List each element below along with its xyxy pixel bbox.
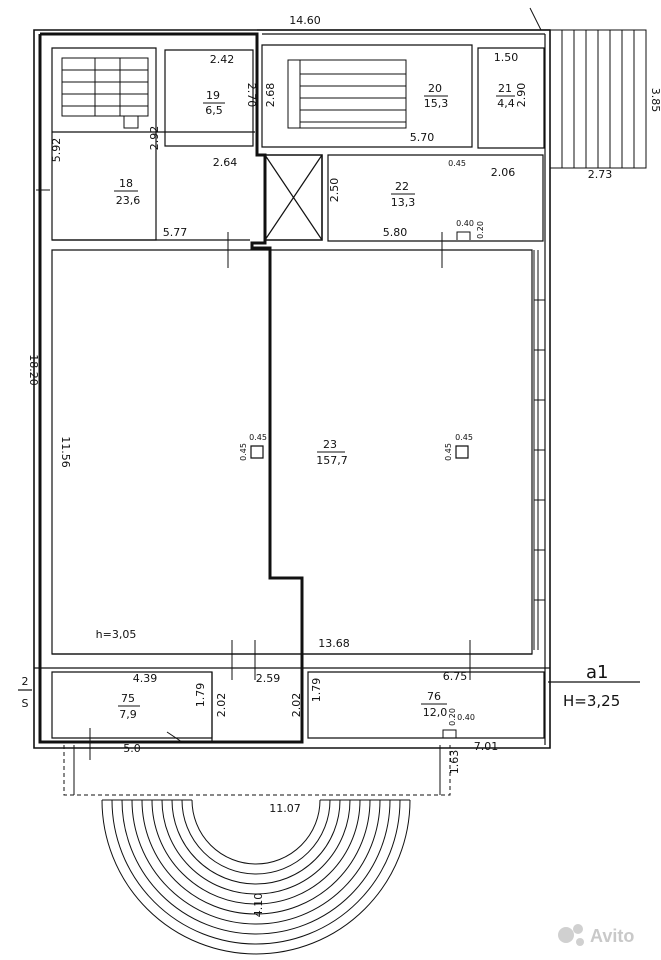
room-75-area: 7,9 — [119, 708, 137, 721]
dim-col-left-side: 0.45 — [239, 443, 248, 461]
room-19-number: 19 — [206, 89, 220, 102]
column-left — [251, 446, 263, 458]
dim-niche-a: 0.40 — [456, 219, 474, 228]
elevator-shaft — [265, 155, 322, 240]
porch-stairs — [530, 8, 646, 168]
room-22-area: 13,3 — [391, 196, 416, 209]
dim-col-left-top: 0.45 — [249, 433, 267, 442]
dim-r22-bottom: 5.80 — [383, 226, 408, 239]
marker-cut-num: 2 — [22, 675, 29, 688]
dim-r21-side: 2.90 — [515, 83, 528, 108]
dim-r22-side: 2.50 — [328, 178, 341, 203]
dim-b-right: 6.75 — [443, 670, 468, 683]
dim-niche-b: 0.20 — [476, 221, 485, 239]
dim-r18-side-a: 2.92 — [148, 126, 161, 151]
dim-ceiling: h=3,05 — [96, 628, 137, 641]
dim-porch-depth: 3.85 — [649, 88, 661, 113]
dim-r22-top: 2.06 — [491, 166, 516, 179]
room-19-outline — [165, 50, 253, 146]
dim-col-right-side: 0.45 — [444, 443, 453, 461]
room-21-number: 21 — [498, 82, 512, 95]
dim-b-left: 4.39 — [133, 672, 158, 685]
room-22-number: 22 — [395, 180, 409, 193]
dim-b-base: 5.0 — [123, 742, 141, 755]
dim-r19-side: 2.70 — [245, 83, 258, 108]
dim-hall-height: 11.56 — [59, 436, 72, 468]
dim-niche-b2: 0.20 — [448, 708, 457, 726]
dim-hall-width: 13.68 — [318, 637, 350, 650]
dim-porch-width: 2.73 — [588, 168, 613, 181]
dim-r19-top: 2.42 — [210, 53, 235, 66]
dim-stair-side: 2.68 — [264, 83, 277, 108]
dim-r18-side-b: 5.92 — [50, 138, 63, 163]
watermark-text: Avito — [590, 926, 634, 946]
room-20-number: 20 — [428, 82, 442, 95]
front-terrace — [64, 745, 450, 795]
dim-b-w4: 1.79 — [310, 678, 323, 703]
room-20-area: 15,3 — [424, 97, 449, 110]
watermark: Avito — [558, 924, 634, 946]
semicircle-stairs — [102, 800, 410, 954]
room-76-area: 12,0 — [423, 706, 448, 719]
room-23-number: 23 — [323, 438, 337, 451]
dim-niche-b-bottom: 0.40 — [457, 713, 475, 722]
room-76-number: 76 — [427, 690, 441, 703]
bold-outline — [40, 34, 302, 742]
dim-overall-width: 14.60 — [289, 14, 321, 27]
room-21-outline — [478, 48, 544, 148]
dim-front-width: 11.07 — [269, 802, 301, 815]
dim-col-right-top: 0.45 — [455, 433, 473, 442]
dim-b-w1: 1.79 — [194, 683, 207, 708]
marker-section: a1 — [586, 662, 608, 683]
dim-b-ext: 7.01 — [474, 740, 499, 753]
dim-r19-bottom: 2.64 — [213, 156, 238, 169]
dim-col-045-a: 0.45 — [448, 159, 466, 168]
column-right — [456, 446, 468, 458]
dim-stair-radius: 4.10 — [252, 893, 265, 918]
dim-r21-top: 1.50 — [494, 51, 519, 64]
room-21-area: 4,4 — [497, 97, 515, 110]
dim-b-w2: 2.02 — [215, 693, 228, 718]
dim-b-side: 1.63 — [448, 750, 461, 775]
room-23-area: 157,7 — [316, 454, 348, 467]
room-76-outline — [308, 672, 544, 738]
dim-b-w3: 2.02 — [290, 693, 303, 718]
dim-b-mid: 2.59 — [256, 672, 281, 685]
room-19-area: 6,5 — [205, 104, 223, 117]
room-18-number: 18 — [119, 177, 133, 190]
stair-20-outline — [262, 45, 472, 147]
room-22-outline — [328, 155, 543, 241]
room-18-area: 23,6 — [116, 194, 141, 207]
dim-r18-bottom: 5.77 — [163, 226, 188, 239]
hall-23-outline — [52, 250, 532, 654]
dim-overall-height: 18.20 — [27, 354, 40, 386]
room-18-outline — [52, 48, 156, 240]
dim-stair-bottom: 5.70 — [410, 131, 435, 144]
room-75-number: 75 — [121, 692, 135, 705]
marker-cut-letter: S — [22, 697, 29, 710]
marker-ceiling-right: H=3,25 — [563, 692, 620, 710]
